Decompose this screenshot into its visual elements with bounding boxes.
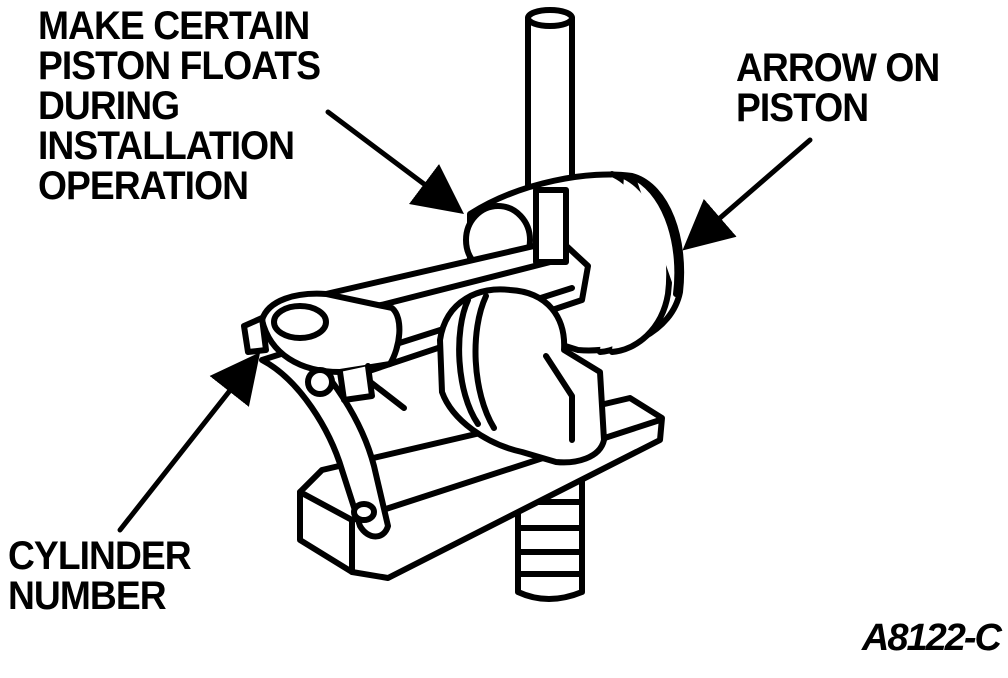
float-leader-arrow (325, 109, 464, 214)
callout-line: DURING (38, 84, 180, 128)
rod-big-end (241, 290, 403, 403)
callout-piston-floats: MAKE CERTAIN PISTON FLOATS DURING INSTAL… (38, 4, 321, 208)
callout-line: PISTON (736, 86, 869, 130)
callout-line: MAKE CERTAIN (38, 4, 310, 48)
callout-line: INSTALLATION (38, 124, 295, 168)
arrow-leader-arrow (682, 137, 813, 251)
bracket-arm (259, 345, 391, 540)
callout-line: NUMBER (8, 574, 167, 618)
callout-line: OPERATION (38, 164, 249, 208)
callout-arrow-on-piston: ARROW ON PISTON (736, 46, 940, 130)
wrist-pin (533, 187, 569, 265)
callout-cylinder-number: CYLINDER NUMBER (8, 534, 192, 618)
figure-id: A8122-C (861, 617, 1002, 659)
callout-line: ARROW ON (736, 46, 940, 90)
callout-line: CYLINDER (8, 534, 192, 578)
clamp-jaw (437, 286, 607, 466)
callout-line: PISTON FLOATS (38, 44, 321, 88)
upper-stud (525, 7, 575, 233)
cylinder-leader-arrow (117, 352, 261, 533)
